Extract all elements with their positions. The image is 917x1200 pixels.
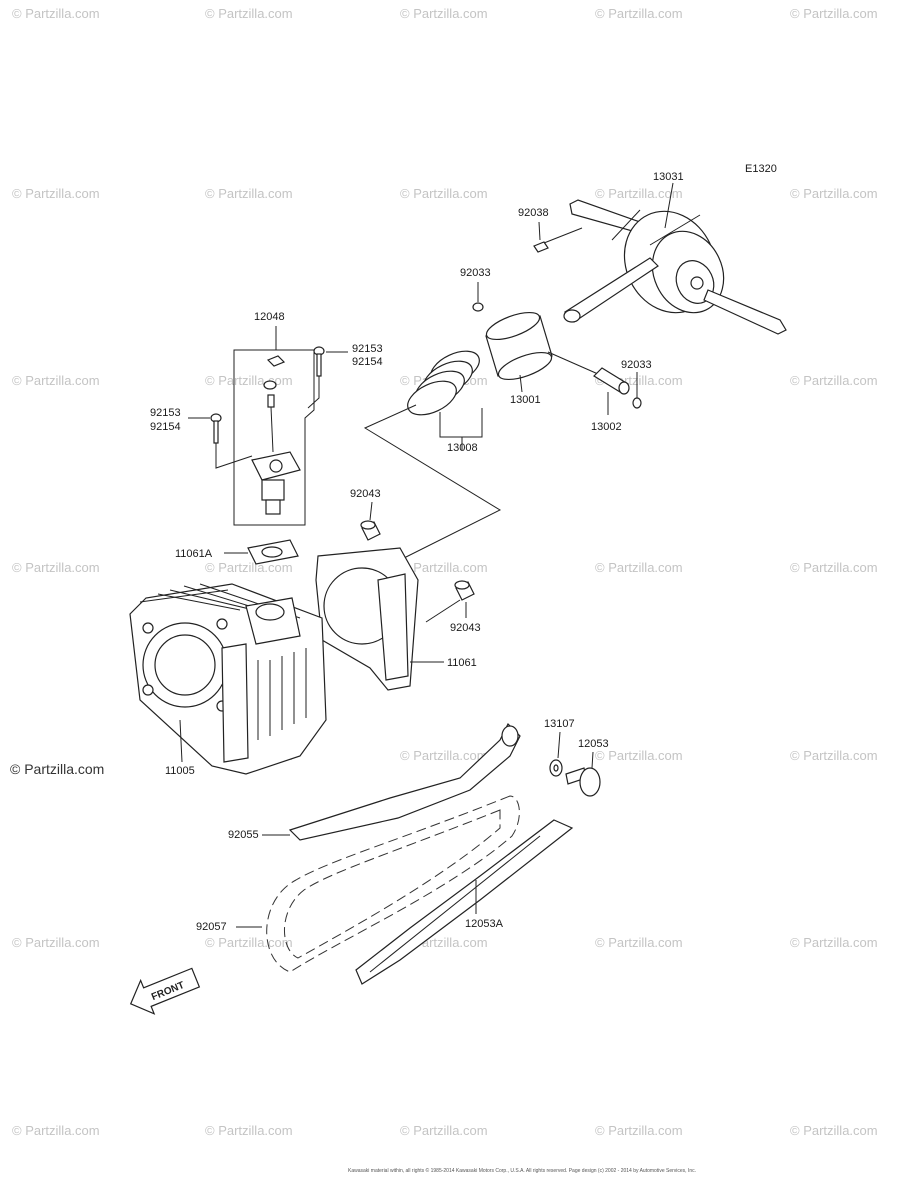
label-92153-left[interactable]: 92153 — [150, 407, 181, 419]
bolt-13107[interactable] — [565, 767, 601, 797]
watermark: © Partzilla.com — [790, 935, 878, 950]
gasket-11061A[interactable] — [247, 539, 299, 565]
label-92033-top[interactable]: 92033 — [460, 267, 491, 279]
label-92033-right[interactable]: 92033 — [621, 359, 652, 371]
label-12053[interactable]: 92055 — [228, 829, 259, 841]
watermark: © Partzilla.com — [790, 748, 878, 763]
label-13001[interactable]: 13001 — [510, 394, 541, 406]
circlip-92033-top[interactable] — [472, 302, 484, 312]
watermark: © Partzilla.com — [12, 935, 100, 950]
watermark: © Partzilla.com — [400, 186, 488, 201]
label-92043-top[interactable]: 92043 — [350, 488, 381, 500]
tensioner-12048[interactable] — [251, 355, 301, 515]
piston-13001[interactable] — [483, 307, 554, 385]
label-11005[interactable]: 11005 — [165, 765, 195, 777]
watermark: © Partzilla.com — [400, 748, 488, 763]
chain-guide-12053A[interactable] — [355, 819, 574, 985]
label-92043-bottom[interactable]: 92043 — [450, 622, 481, 634]
watermarks: © Partzilla.com © Partzilla.com © Partzi… — [12, 6, 878, 1138]
dowel-92043-top[interactable] — [360, 520, 381, 541]
cylinder-11005[interactable] — [129, 583, 327, 775]
dowel-92043-bottom[interactable] — [454, 580, 475, 601]
watermark: © Partzilla.com — [12, 373, 100, 388]
watermark: © Partzilla.com — [400, 6, 488, 21]
watermark: © Partzilla.com — [595, 748, 683, 763]
watermark: © Partzilla.com — [595, 6, 683, 21]
gasket-11061[interactable] — [315, 547, 419, 691]
label-12053A[interactable]: 12053A — [465, 918, 504, 930]
crankshaft-13031[interactable] — [563, 196, 787, 335]
front-arrow: FRONT — [129, 967, 201, 1015]
watermark: © Partzilla.com — [12, 6, 100, 21]
piston-rings-13008[interactable] — [403, 344, 485, 421]
watermark: © Partzilla.com — [790, 373, 878, 388]
bolt-92153-left[interactable] — [210, 413, 222, 444]
watermark: © Partzilla.com — [205, 186, 293, 201]
watermark: © Partzilla.com — [12, 560, 100, 575]
diagram-code: E1320 — [745, 163, 777, 175]
watermark: © Partzilla.com — [595, 186, 683, 201]
watermark: © Partzilla.com — [12, 186, 100, 201]
label-13031[interactable]: 13031 — [653, 171, 684, 183]
watermark: © Partzilla.com — [790, 6, 878, 21]
watermark: © Partzilla.com — [595, 935, 683, 950]
copyright-notice: Kawasaki material within, all rights © 1… — [348, 1167, 696, 1174]
label-11061[interactable]: 11061 — [447, 657, 477, 669]
label-13107[interactable]: 12053 — [578, 738, 609, 750]
label-92153-top[interactable]: 92153 — [352, 343, 383, 355]
watermark: © Partzilla.com — [790, 186, 878, 201]
chain-guide-12053[interactable] — [288, 722, 521, 841]
watermark: © Partzilla.com — [205, 373, 293, 388]
watermark: © Partzilla.com — [12, 1123, 100, 1138]
watermark: © Partzilla.com — [400, 1123, 488, 1138]
label-92154-top[interactable]: 92154 — [352, 356, 383, 368]
bolt-92153-top[interactable] — [313, 346, 325, 377]
watermark: © Partzilla.com — [790, 1123, 878, 1138]
watermark: © Partzilla.com — [790, 560, 878, 575]
watermark: © Partzilla.com — [595, 560, 683, 575]
label-92038[interactable]: 92038 — [518, 207, 549, 219]
label-11061A[interactable]: 11061A — [175, 548, 213, 560]
watermark: © Partzilla.com — [400, 560, 488, 575]
key-92038[interactable] — [533, 241, 549, 253]
label-13008[interactable]: 13008 — [447, 442, 478, 454]
circlip-92033-right[interactable] — [632, 397, 642, 409]
watermark: © Partzilla.com — [595, 1123, 683, 1138]
washer-92055[interactable] — [549, 759, 563, 777]
watermark: © Partzilla.com — [205, 6, 293, 21]
label-92055[interactable]: 13107 — [544, 718, 575, 730]
brand-logo: © Partzilla.com — [10, 761, 104, 777]
label-13002[interactable]: 13002 — [591, 421, 622, 433]
cam-chain-92057[interactable] — [266, 795, 520, 973]
watermark: © Partzilla.com — [205, 560, 293, 575]
label-12048[interactable]: 12048 — [254, 311, 285, 323]
piston-pin-13002[interactable] — [593, 367, 630, 395]
label-92057[interactable]: 92057 — [196, 921, 227, 933]
label-92154-left[interactable]: 92154 — [150, 421, 181, 433]
watermark: © Partzilla.com — [205, 1123, 293, 1138]
watermark: © Partzilla.com — [205, 935, 293, 950]
